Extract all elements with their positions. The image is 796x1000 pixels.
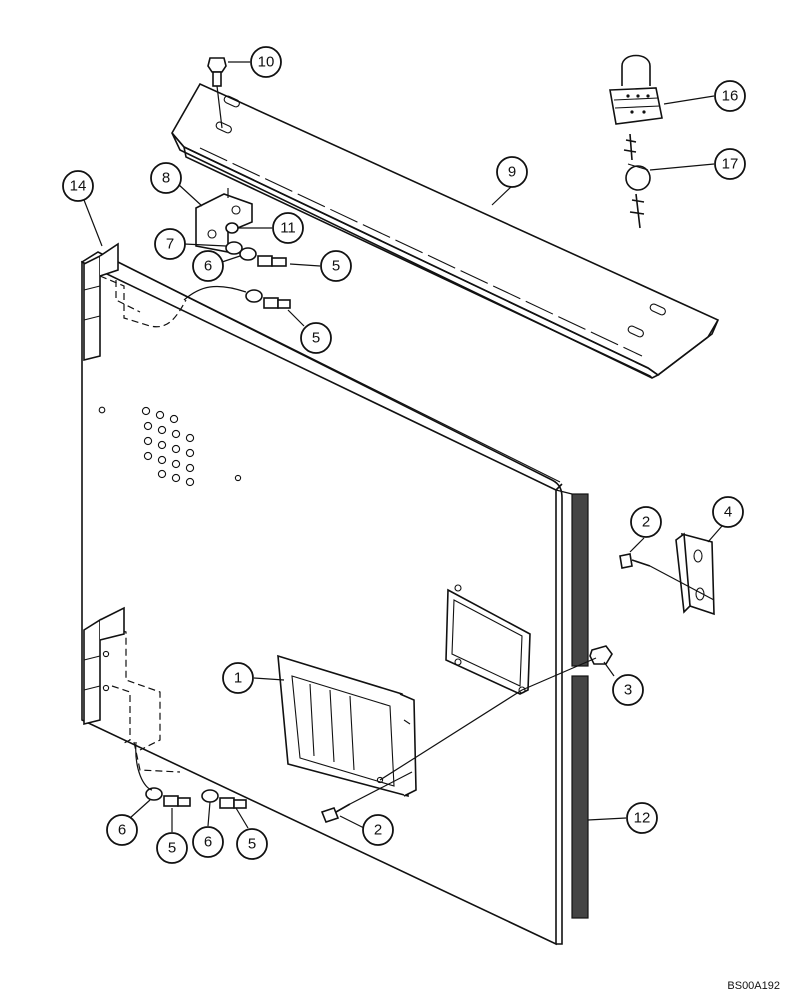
callout-6b-label: 6 [118, 822, 126, 839]
callout-1: 1 [222, 662, 254, 694]
washer-7 [225, 241, 243, 255]
callout-6b: 6 [106, 814, 138, 846]
callout-11: 11 [272, 212, 304, 244]
callout-5d-label: 5 [248, 836, 256, 853]
callout-9: 9 [496, 156, 528, 188]
latch [277, 654, 417, 798]
callout-6c-label: 6 [204, 834, 212, 851]
callout-16: 16 [714, 80, 746, 112]
washer-6c [145, 787, 163, 801]
washer-11 [225, 222, 239, 234]
callout-5d: 5 [236, 828, 268, 860]
callout-4: 4 [712, 496, 744, 528]
callout-5c-label: 5 [168, 840, 176, 857]
callout-6a: 6 [192, 250, 224, 282]
callout-5a: 5 [320, 250, 352, 282]
callout-12: 12 [626, 802, 658, 834]
callout-12-label: 12 [634, 810, 651, 827]
striker-plate [675, 532, 715, 616]
washer-6a [239, 247, 257, 261]
seal-strip [571, 493, 589, 919]
door-panel [80, 251, 563, 946]
bumper-3 [589, 645, 613, 665]
callout-8-label: 8 [162, 170, 170, 187]
callout-2a-label: 2 [642, 514, 650, 531]
callout-3-label: 3 [624, 682, 632, 699]
bolt-2-lower [320, 771, 413, 823]
figure-caption: BS00A192 [727, 980, 780, 992]
bolt-2-upper [619, 553, 715, 601]
callout-5c: 5 [156, 832, 188, 864]
callout-17-label: 17 [722, 156, 739, 173]
callout-6a-label: 6 [204, 258, 212, 275]
callout-16-label: 16 [722, 88, 739, 105]
callout-5b: 5 [300, 322, 332, 354]
hinge-top [83, 242, 119, 362]
callout-11-label: 11 [280, 220, 296, 237]
callout-14: 14 [62, 170, 94, 202]
washer-6b [245, 289, 263, 303]
keys [623, 133, 651, 229]
washer-6d [201, 789, 219, 803]
bolt-5c [163, 795, 191, 807]
callout-17: 17 [714, 148, 746, 180]
callout-6c: 6 [192, 826, 224, 858]
hinge-bottom [83, 606, 125, 726]
callout-2b-label: 2 [374, 822, 382, 839]
callout-8: 8 [150, 162, 182, 194]
callout-10: 10 [250, 46, 282, 78]
callout-7-label: 7 [166, 236, 174, 253]
bolt-5d [219, 797, 247, 809]
callout-5a-label: 5 [332, 258, 340, 275]
padlock [609, 54, 663, 125]
callout-7: 7 [154, 228, 186, 260]
callout-2b: 2 [362, 814, 394, 846]
vent-holes [141, 406, 195, 487]
callout-5b-label: 5 [312, 330, 320, 347]
callout-4-label: 4 [724, 504, 732, 521]
callout-3: 3 [612, 674, 644, 706]
callout-9-label: 9 [508, 164, 516, 181]
top-rail-bracket [171, 82, 720, 379]
hinge-bracket-8 [195, 188, 253, 253]
callout-10-label: 10 [258, 54, 275, 71]
callout-14-label: 14 [70, 178, 87, 195]
bolt-5a [257, 255, 287, 267]
bolt-10 [207, 57, 227, 129]
callout-1-label: 1 [234, 670, 242, 687]
callout-2a: 2 [630, 506, 662, 538]
bolt-5b [263, 297, 291, 309]
